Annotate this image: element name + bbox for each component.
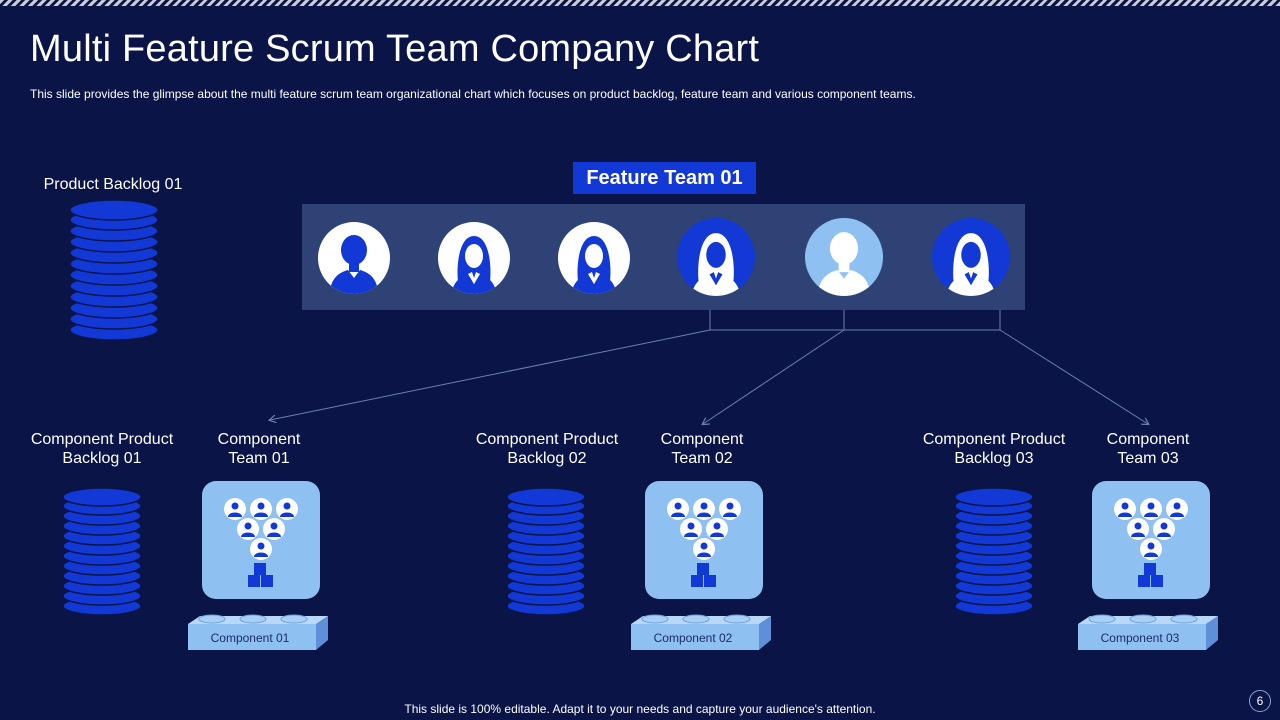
slide-footer: This slide is 100% editable. Adapt it to… bbox=[404, 702, 876, 716]
male-avatar-icon bbox=[318, 222, 390, 294]
component-team-label: Component Team 01 bbox=[217, 431, 301, 467]
top-border bbox=[0, 0, 1280, 6]
component-team-label: Component Team 02 bbox=[660, 431, 744, 467]
component-label: Component 02 bbox=[653, 631, 733, 645]
female-avatar-icon bbox=[558, 222, 630, 294]
component-backlog-database-icon bbox=[506, 487, 586, 616]
component-label: Component 03 bbox=[1100, 631, 1180, 645]
team-group-icon bbox=[1092, 481, 1210, 599]
component-product-backlog-label: Component Product Backlog 02 bbox=[475, 431, 619, 467]
feature-team-badge: Feature Team 01 bbox=[573, 162, 756, 194]
component-brick-icon bbox=[631, 614, 771, 650]
team-group-icon bbox=[645, 481, 763, 599]
feature-team-panel bbox=[302, 204, 1025, 310]
component-team-label: Component Team 03 bbox=[1106, 431, 1190, 467]
product-backlog-database-icon bbox=[69, 199, 159, 341]
slide-title: Multi Feature Scrum Team Company Chart bbox=[30, 28, 760, 70]
component-label: Component 01 bbox=[210, 631, 290, 645]
male-avatar-icon bbox=[805, 218, 883, 296]
female-avatar-icon bbox=[438, 222, 510, 294]
component-product-backlog-label: Component Product Backlog 01 bbox=[30, 431, 174, 467]
component-product-backlog-label: Component Product Backlog 03 bbox=[922, 431, 1066, 467]
female-avatar-icon bbox=[932, 218, 1010, 296]
product-backlog-label: Product Backlog 01 bbox=[43, 176, 183, 193]
team-group-icon bbox=[202, 481, 320, 599]
page-number: 6 bbox=[1249, 690, 1271, 712]
component-brick-icon bbox=[1078, 614, 1218, 650]
component-backlog-database-icon bbox=[954, 487, 1034, 616]
component-brick-icon bbox=[188, 614, 328, 650]
female-avatar-icon bbox=[677, 218, 755, 296]
slide-subtitle: This slide provides the glimpse about th… bbox=[30, 87, 916, 101]
component-backlog-database-icon bbox=[62, 487, 142, 616]
